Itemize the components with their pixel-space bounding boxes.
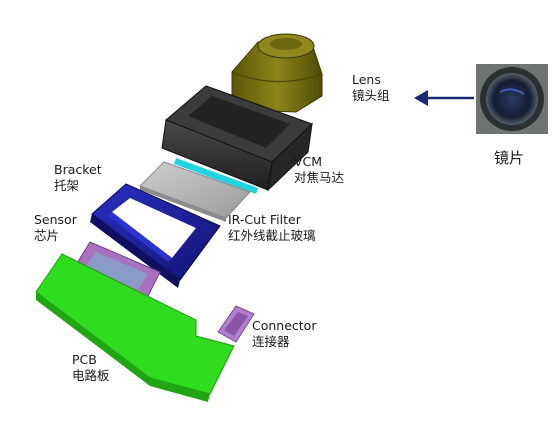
bracket-part <box>90 183 221 288</box>
ir-filter-label-en: IR-Cut Filter <box>228 212 301 227</box>
connector-label-en: Connector <box>252 318 317 333</box>
ir-filter-label: IR-Cut Filter 红外线截止玻璃 <box>228 212 316 244</box>
lens-element-photo <box>476 64 548 134</box>
bracket-label: Bracket 托架 <box>54 162 102 194</box>
pcb-label: PCB 电路板 <box>72 352 110 384</box>
vcm-label-en: VCM <box>294 154 323 169</box>
lens-barrel-part <box>231 33 323 113</box>
sensor-label-en: Sensor <box>34 212 77 227</box>
pcb-part <box>35 253 235 402</box>
sensor-label-zh: 芯片 <box>34 228 60 243</box>
connector-part <box>217 305 255 343</box>
connector-label: Connector 连接器 <box>252 318 316 350</box>
pcb-label-zh: 电路板 <box>72 368 110 383</box>
connector-label-zh: 连接器 <box>252 334 290 349</box>
ir-filter-label-zh: 红外线截止玻璃 <box>228 228 316 243</box>
vcm-part <box>161 85 313 194</box>
lens-label-en: Lens <box>352 72 381 87</box>
ir-filter-part <box>139 161 251 222</box>
lens-label-zh: 镜头组 <box>352 88 390 103</box>
bracket-label-en: Bracket <box>54 162 102 177</box>
vcm-label-zh: 对焦马达 <box>294 170 345 185</box>
bracket-label-zh: 托架 <box>54 178 80 193</box>
sensor-label: Sensor 芯片 <box>34 212 77 244</box>
vcm-label: VCM 对焦马达 <box>294 154 344 186</box>
arrow-icon <box>414 90 474 106</box>
lens-element-label: 镜片 <box>494 149 525 167</box>
pcb-label-en: PCB <box>72 352 97 367</box>
lens-label: Lens 镜头组 <box>352 72 390 104</box>
